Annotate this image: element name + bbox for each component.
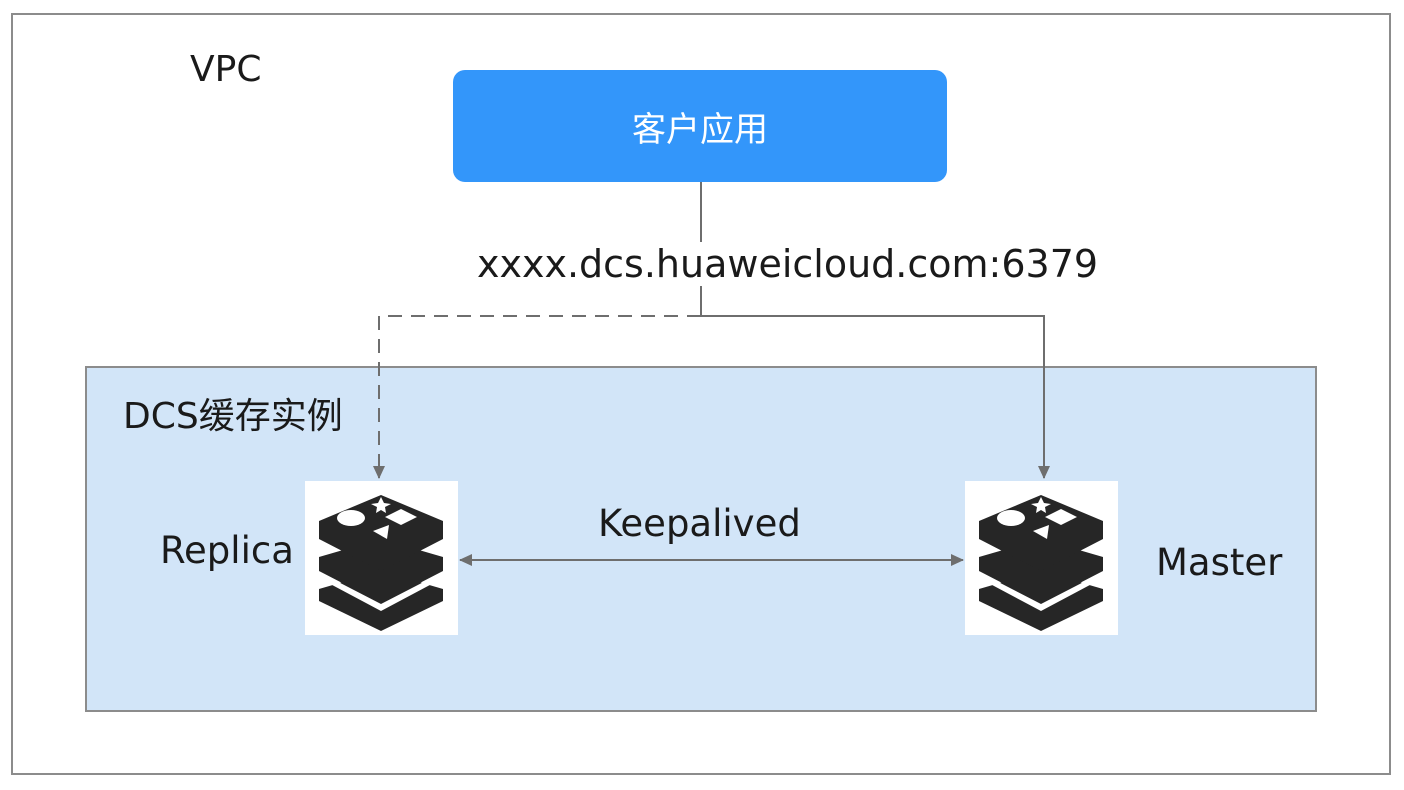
client-application-label: 客户应用: [632, 109, 768, 150]
client-application-node[interactable]: 客户应用: [453, 70, 947, 182]
redis-icon: [319, 495, 443, 631]
master-label: Master: [1156, 541, 1283, 584]
replica-node[interactable]: [305, 481, 458, 635]
redis-icon: [979, 495, 1103, 631]
master-node[interactable]: [965, 481, 1118, 635]
dcs-instance-label: DCS缓存实例: [123, 396, 343, 437]
replica-label: Replica: [160, 529, 294, 572]
endpoint-address-label: xxxx.dcs.huaweicloud.com:6379: [477, 242, 1099, 286]
keepalived-label: Keepalived: [598, 502, 801, 545]
vpc-label: VPC: [190, 49, 262, 90]
